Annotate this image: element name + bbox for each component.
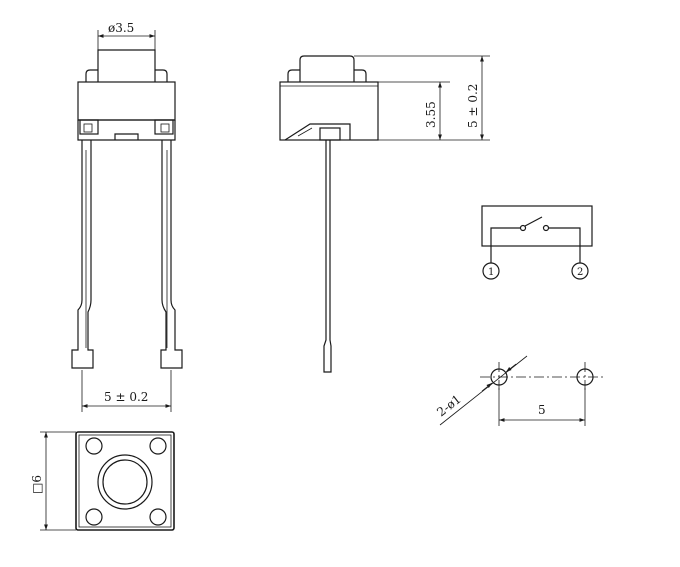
- front-actuator: [97, 49, 156, 82]
- body-square-label: □6: [30, 475, 44, 494]
- side-lead: [323, 140, 332, 373]
- front-body: [77, 81, 176, 121]
- hole-spec-label: 2-ø1: [434, 392, 464, 419]
- pin-1-label: 1: [488, 267, 494, 278]
- pcb-hole-right: [576, 368, 594, 386]
- front-left-lug: [85, 69, 98, 82]
- actuator-inner-ring: [102, 459, 148, 505]
- front-left-lead: [71, 140, 94, 369]
- pcb-hole-left: [490, 368, 508, 386]
- pin-1-marker: [482, 262, 500, 280]
- pin-2-label: 2: [577, 267, 583, 278]
- actuator-outer-ring: [97, 454, 153, 510]
- body-height-label: 3.55: [424, 101, 438, 128]
- top-body-outline: [75, 431, 175, 531]
- corner-dot-tr: [149, 437, 167, 455]
- lead-spacing-label: 5 ± 0.2: [104, 390, 148, 404]
- total-height-label: 5 ± 0.2: [466, 84, 480, 128]
- actuator-diameter-label: ø3.5: [108, 21, 134, 35]
- front-right-lead: [160, 140, 183, 369]
- corner-dot-bl: [85, 508, 103, 526]
- side-actuator: [299, 55, 355, 82]
- front-view: ø3.5 5 ± 0.2: [71, 21, 183, 412]
- pin-2-marker: [571, 262, 589, 280]
- front-base: [77, 120, 176, 141]
- corner-dot-br: [149, 508, 167, 526]
- pcb-hole-pattern: 2-ø1 5: [434, 355, 604, 426]
- hole-spacing-label: 5: [538, 403, 546, 417]
- front-right-lug: [155, 69, 168, 82]
- top-view: □6: [30, 431, 175, 531]
- side-view: 3.55 5 ± 0.2: [279, 55, 490, 373]
- corner-dot-tl: [85, 437, 103, 455]
- schematic-frame: [481, 205, 593, 247]
- side-body: [279, 81, 379, 141]
- circuit-schematic: 1 2: [481, 205, 593, 280]
